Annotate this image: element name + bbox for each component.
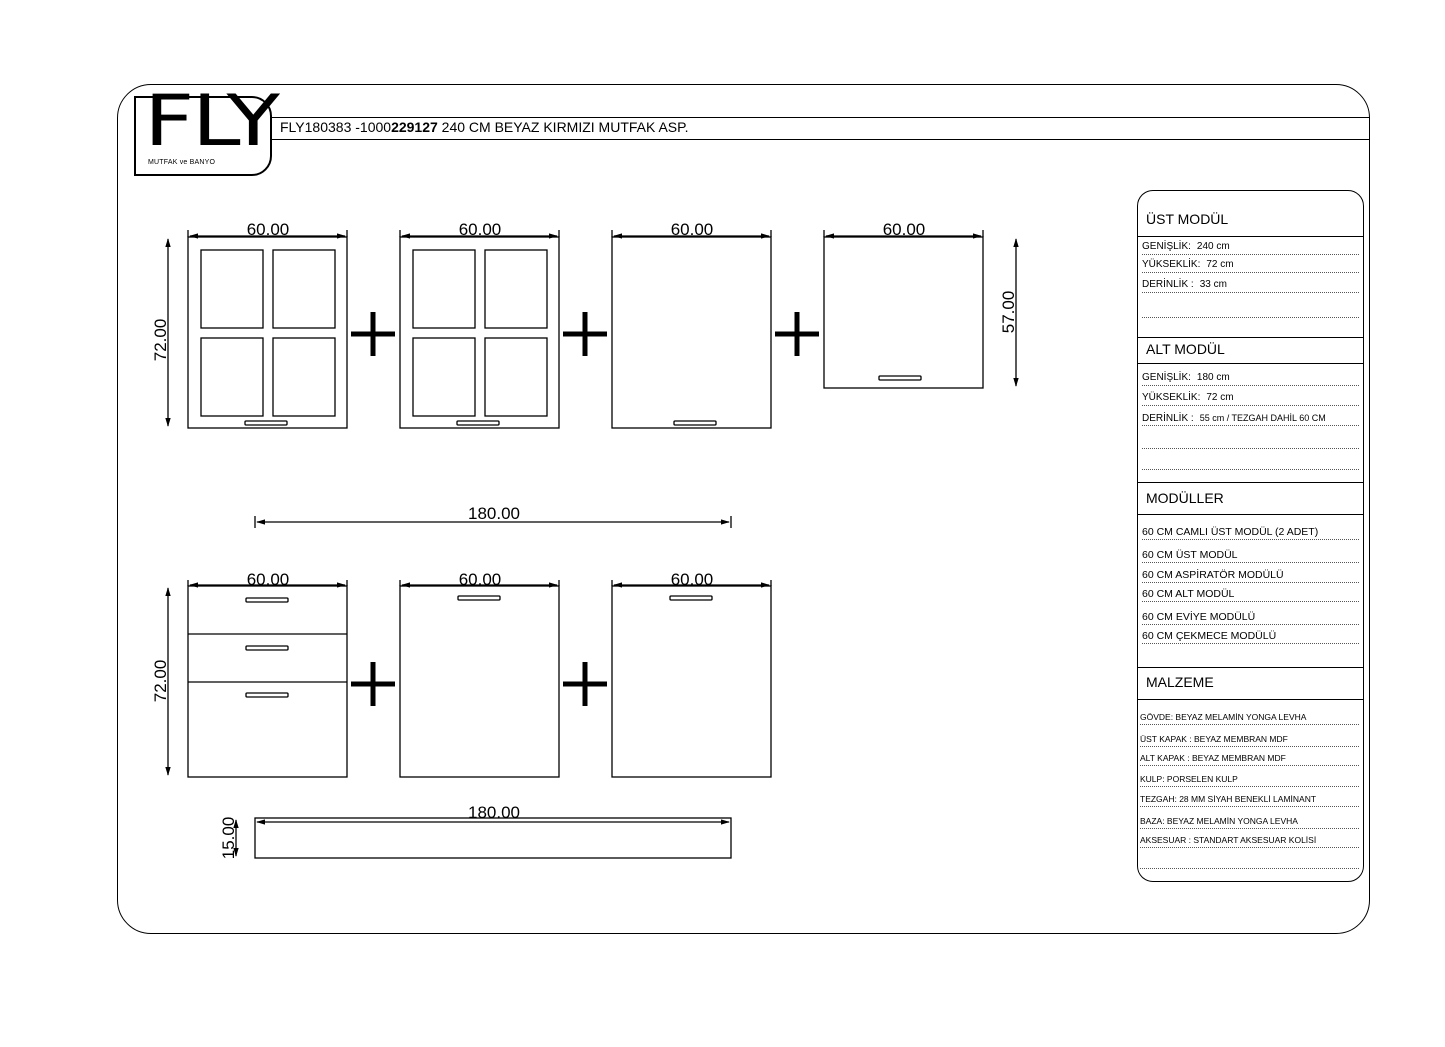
row-label: GENİŞLİK:	[1142, 241, 1191, 252]
dim-upper-height: 72.00	[151, 319, 170, 362]
ust-derinlik-row: DERİNLİK : 33 cm	[1142, 279, 1359, 293]
row-label: DERİNLİK :	[1142, 279, 1194, 290]
material-item: BAZA: BEYAZ MELAMİN YONGA LEVHA	[1140, 815, 1359, 829]
section-title-malzeme: MALZEME	[1146, 674, 1214, 690]
ust-yukseklik-row: YÜKSEKLİK: 72 cm	[1142, 259, 1359, 273]
material-item: AKSESUAR : STANDART AKSESUAR KOLİSİ	[1140, 834, 1359, 848]
alt-yukseklik-row: YÜKSEKLİK: 72 cm	[1142, 392, 1359, 406]
section-title-moduller: MODÜLLER	[1146, 490, 1224, 506]
section-divider	[1138, 236, 1363, 237]
alt-derinlik-row: DERİNLİK : 55 cm / TEZGAH DAHİL 60 CM	[1142, 412, 1359, 426]
section-divider	[1138, 337, 1363, 338]
title-prefix: FLY180383 -1000	[280, 119, 392, 135]
drawing-sheet-border	[117, 84, 1370, 934]
title-suffix: 240 CM BEYAZ KIRMIZI MUTFAK ASP.	[437, 119, 689, 135]
material-item: ALT KAPAK : BEYAZ MEMBRAN MDF	[1140, 752, 1359, 766]
hood-cabinet	[823, 236, 984, 389]
fly-logo: FLY MUTFAK ve BANYO	[134, 86, 280, 176]
section-title-ust-modul: ÜST MODÜL	[1146, 211, 1229, 227]
dim-upper-3: 60.00	[671, 220, 714, 239]
dim-hood-height: 57.00	[999, 291, 1018, 334]
material-item: GÖVDE: BEYAZ MELAMİN YONGA LEVHA	[1140, 711, 1359, 725]
module-item: 60 CM ÜST MODÜL	[1142, 549, 1359, 563]
row-value: 72 cm	[1206, 259, 1234, 270]
dim-counter-width: 180.00	[468, 803, 520, 822]
section-divider	[1138, 667, 1363, 668]
row-value: 240 cm	[1196, 241, 1230, 252]
row-label: DERİNLİK :	[1142, 413, 1194, 424]
row-value: 180 cm	[1196, 372, 1230, 383]
empty-dotted-row	[1142, 435, 1359, 449]
material-item: ÜST KAPAK : BEYAZ MEMBRAN MDF	[1140, 733, 1359, 747]
plus-signs	[351, 312, 819, 706]
lower-base-cabinet	[611, 585, 772, 778]
upper-glass-cabinet-1	[187, 236, 348, 429]
upper-glass-cabinet-2	[399, 236, 560, 429]
row-label: YÜKSEKLİK:	[1142, 392, 1201, 403]
row-label: YÜKSEKLİK:	[1142, 259, 1201, 270]
dim-lower-height: 72.00	[151, 660, 170, 703]
dim-upper-1: 60.00	[247, 220, 290, 239]
dim-upper-4: 60.00	[883, 220, 926, 239]
upper-cabinet	[611, 236, 772, 429]
logo-subtitle: MUTFAK ve BANYO	[148, 159, 216, 166]
module-item: 60 CM ALT MODÜL	[1142, 588, 1359, 602]
countertop	[254, 817, 732, 859]
row-value: 33 cm	[1199, 279, 1227, 290]
dim-upper-total: 180.00	[468, 504, 520, 523]
section-title-alt-modul: ALT MODÜL	[1146, 341, 1225, 357]
header-rule-bottom	[272, 139, 1370, 140]
empty-dotted-row	[1140, 855, 1359, 869]
dim-counter-height: 15.00	[219, 817, 238, 860]
drawing-title: FLY180383 -1000229127 240 CM BEYAZ KIRMI…	[280, 119, 689, 135]
section-divider	[1138, 482, 1363, 483]
empty-dotted-row	[1142, 456, 1359, 470]
dim-lower-3: 60.00	[671, 570, 714, 589]
lower-sink-cabinet	[399, 585, 560, 778]
module-item: 60 CM ASPİRATÖR MODÜLÜ	[1142, 569, 1359, 583]
row-value: 55 cm / TEZGAH DAHİL 60 CM	[1199, 413, 1326, 423]
row-value: 72 cm	[1206, 392, 1234, 403]
section-divider	[1138, 363, 1363, 364]
row-label: GENİŞLİK:	[1142, 372, 1191, 383]
spec-panel: ÜST MODÜL GENİŞLİK: 240 cm YÜKSEKLİK: 72 c…	[1137, 190, 1364, 882]
empty-dotted-row	[1142, 304, 1359, 318]
ust-genislik-row: GENİŞLİK: 240 cm	[1142, 241, 1359, 255]
material-item: KULP: PORSELEN KULP	[1140, 773, 1359, 787]
module-item: 60 CM EVİYE MODÜLÜ	[1142, 611, 1359, 625]
material-item: TEZGAH: 28 MM SİYAH BENEKLİ LAMİNANT	[1140, 793, 1359, 807]
lower-drawer-cabinet	[187, 585, 348, 778]
section-divider	[1138, 699, 1363, 700]
dim-upper-2: 60.00	[459, 220, 502, 239]
module-item: 60 CM ÇEKMECE MODÜLÜ	[1142, 630, 1359, 644]
alt-genislik-row: GENİŞLİK: 180 cm	[1142, 372, 1359, 386]
title-bold-code: 229127	[391, 119, 438, 135]
section-divider	[1138, 514, 1363, 515]
module-item: 60 CM CAMLI ÜST MODÜL (2 ADET)	[1142, 526, 1359, 540]
dim-lower-1: 60.00	[247, 570, 290, 589]
logo-wordmark: FLY	[144, 80, 280, 162]
header-rule-top	[272, 117, 1370, 118]
dim-lower-2: 60.00	[459, 570, 502, 589]
